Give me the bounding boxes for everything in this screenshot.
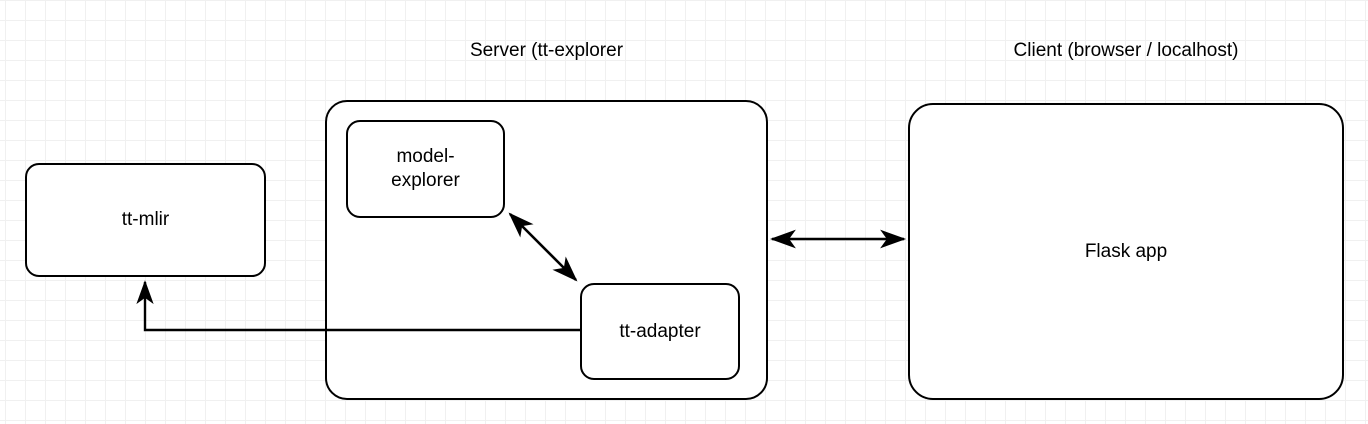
edge-model-explorer-to-tt-adapter bbox=[508, 212, 578, 282]
lane-title-server: Server (tt-explorer bbox=[469, 40, 624, 61]
node-tt-mlir[interactable]: tt-mlir bbox=[25, 163, 266, 277]
node-client-container[interactable]: Flask app bbox=[908, 103, 1344, 400]
edge-tt-adapter-to-tt-mlir bbox=[136, 280, 580, 332]
node-tt-adapter[interactable]: tt-adapter bbox=[580, 283, 740, 380]
node-model-explorer-label: model- explorer bbox=[391, 146, 460, 191]
lane-title-client: Client (browser / localhost) bbox=[1013, 40, 1239, 61]
node-model-explorer[interactable]: model- explorer bbox=[346, 120, 505, 218]
node-tt-mlir-label: tt-mlir bbox=[121, 209, 170, 231]
node-tt-adapter-label: tt-adapter bbox=[619, 320, 701, 342]
node-client-container-label: Flask app bbox=[1084, 240, 1168, 262]
